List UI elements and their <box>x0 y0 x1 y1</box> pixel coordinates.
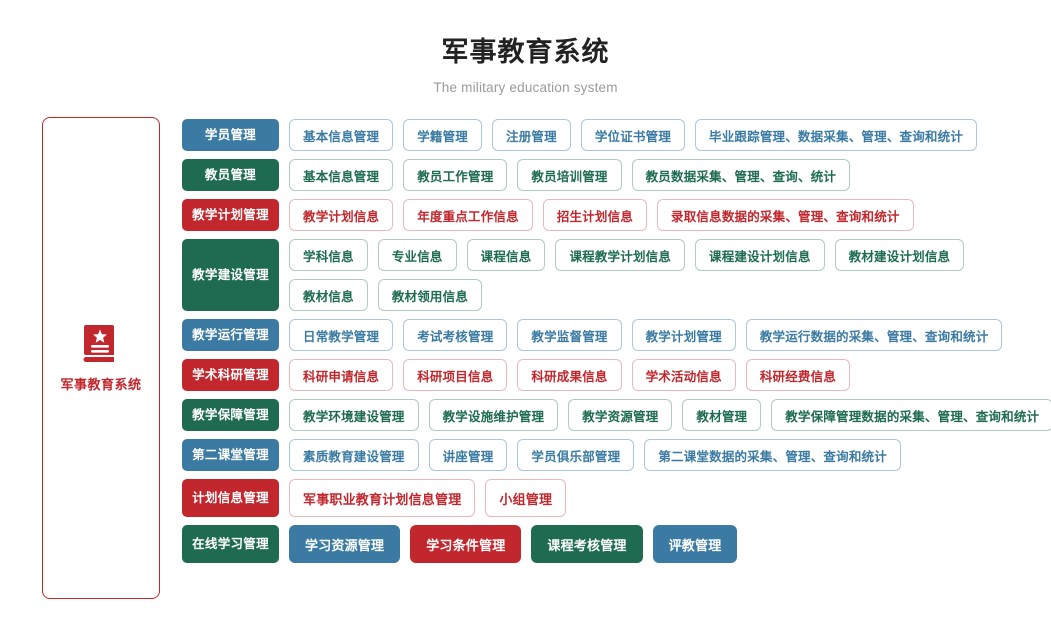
category-label-7[interactable]: 教学保障管理 <box>182 399 279 432</box>
chip-item[interactable]: 教学计划管理 <box>631 319 736 352</box>
chip-line: 基本信息管理学籍管理注册管理学位证书管理毕业跟踪管理、数据采集、管理、查询和统计 <box>289 119 1051 152</box>
chip-item[interactable]: 学习条件管理 <box>410 525 522 564</box>
chip-line: 军事职业教育计划信息管理小组管理 <box>289 479 1051 518</box>
chip-group: 学科信息专业信息课程信息课程教学计划信息课程建设计划信息教材建设计划信息教材信息… <box>289 239 1051 312</box>
category-row: 教学保障管理教学环境建设管理教学设施维护管理教学资源管理教材管理教学保障管理数据… <box>182 399 1051 432</box>
chip-item[interactable]: 课程教学计划信息 <box>555 239 686 272</box>
category-label-8[interactable]: 第二课堂管理 <box>182 439 279 472</box>
chip-line: 学科信息专业信息课程信息课程教学计划信息课程建设计划信息教材建设计划信息 <box>289 239 1051 272</box>
chip-group: 基本信息管理学籍管理注册管理学位证书管理毕业跟踪管理、数据采集、管理、查询和统计 <box>289 119 1051 152</box>
chip-item[interactable]: 专业信息 <box>377 239 457 272</box>
category-label-4[interactable]: 教学建设管理 <box>182 239 279 312</box>
category-row: 教学计划管理教学计划信息年度重点工作信息招生计划信息录取信息数据的采集、管理、查… <box>182 199 1051 232</box>
chip-item[interactable]: 年度重点工作信息 <box>403 199 533 232</box>
diagram-content: 军事教育系统 学员管理基本信息管理学籍管理注册管理学位证书管理毕业跟踪管理、数据… <box>0 117 1051 600</box>
chip-item[interactable]: 录取信息数据的采集、管理、查询和统计 <box>657 199 914 232</box>
root-node[interactable]: 军事教育系统 <box>42 117 160 600</box>
category-rows: 学员管理基本信息管理学籍管理注册管理学位证书管理毕业跟踪管理、数据采集、管理、查… <box>182 117 1051 564</box>
chip-item[interactable]: 小组管理 <box>485 479 567 518</box>
chip-group: 学习资源管理学习条件管理课程考核管理评教管理 <box>289 525 1051 564</box>
chip-item[interactable]: 教员工作管理 <box>403 159 508 192</box>
category-row: 教学建设管理学科信息专业信息课程信息课程教学计划信息课程建设计划信息教材建设计划… <box>182 239 1051 312</box>
chip-item[interactable]: 注册管理 <box>492 119 571 152</box>
chip-item[interactable]: 课程信息 <box>466 239 546 272</box>
chip-item[interactable]: 教学监督管理 <box>517 319 622 352</box>
chip-item[interactable]: 教员培训管理 <box>517 159 622 192</box>
chip-group: 教学计划信息年度重点工作信息招生计划信息录取信息数据的采集、管理、查询和统计 <box>289 199 1051 232</box>
chip-line: 素质教育建设管理讲座管理学员俱乐部管理第二课堂数据的采集、管理、查询和统计 <box>289 439 1051 472</box>
chip-item[interactable]: 学籍管理 <box>403 119 483 152</box>
chip-line: 科研申请信息科研项目信息科研成果信息学术活动信息科研经费信息 <box>289 359 1051 392</box>
page-title: 军事教育系统 <box>441 37 610 67</box>
chip-item[interactable]: 考试考核管理 <box>403 319 508 352</box>
chip-item[interactable]: 教学运行数据的采集、管理、查询和统计 <box>745 319 1003 352</box>
chip-line: 学习资源管理学习条件管理课程考核管理评教管理 <box>289 525 1051 564</box>
category-row: 在线学习管理学习资源管理学习条件管理课程考核管理评教管理 <box>182 525 1051 564</box>
chip-item[interactable]: 教学环境建设管理 <box>289 399 419 432</box>
chip-group: 教学环境建设管理教学设施维护管理教学资源管理教材管理教学保障管理数据的采集、管理… <box>289 399 1051 432</box>
chip-group: 科研申请信息科研项目信息科研成果信息学术活动信息科研经费信息 <box>289 359 1051 392</box>
chip-item[interactable]: 学习资源管理 <box>289 525 401 564</box>
chip-item[interactable]: 课程建设计划信息 <box>695 239 825 272</box>
category-label-6[interactable]: 学术科研管理 <box>182 359 279 392</box>
chip-item[interactable]: 基本信息管理 <box>289 119 394 152</box>
category-label-5[interactable]: 教学运行管理 <box>182 319 279 352</box>
category-row: 第二课堂管理素质教育建设管理讲座管理学员俱乐部管理第二课堂数据的采集、管理、查询… <box>182 439 1051 472</box>
category-label-1[interactable]: 学员管理 <box>182 119 279 152</box>
category-row: 教学运行管理日常教学管理考试考核管理教学监督管理教学计划管理教学运行数据的采集、… <box>182 319 1051 352</box>
chip-item[interactable]: 毕业跟踪管理、数据采集、管理、查询和统计 <box>695 119 978 152</box>
category-label-3[interactable]: 教学计划管理 <box>182 199 279 232</box>
chip-line: 教学环境建设管理教学设施维护管理教学资源管理教材管理教学保障管理数据的采集、管理… <box>289 399 1051 432</box>
chip-item[interactable]: 课程考核管理 <box>531 525 643 564</box>
chip-item[interactable]: 教学保障管理数据的采集、管理、查询和统计 <box>771 399 1051 432</box>
chip-item[interactable]: 第二课堂数据的采集、管理、查询和统计 <box>644 439 901 472</box>
category-label-9[interactable]: 计划信息管理 <box>182 479 279 518</box>
chip-item[interactable]: 学术活动信息 <box>631 359 736 392</box>
chip-item[interactable]: 基本信息管理 <box>289 159 394 192</box>
chip-group: 基本信息管理教员工作管理教员培训管理教员数据采集、管理、查询、统计 <box>289 159 1051 192</box>
chip-item[interactable]: 学科信息 <box>289 239 368 272</box>
chip-group: 素质教育建设管理讲座管理学员俱乐部管理第二课堂数据的采集、管理、查询和统计 <box>289 439 1051 472</box>
chip-item[interactable]: 学位证书管理 <box>580 119 686 152</box>
chip-item[interactable]: 教材信息 <box>289 279 368 312</box>
chip-item[interactable]: 科研申请信息 <box>289 359 394 392</box>
chip-item[interactable]: 教材建设计划信息 <box>834 239 965 272</box>
chip-item[interactable]: 科研成果信息 <box>517 359 622 392</box>
chip-item[interactable]: 评教管理 <box>652 525 738 564</box>
chip-item[interactable]: 教学计划信息 <box>289 199 394 232</box>
chip-item[interactable]: 招生计划信息 <box>542 199 648 232</box>
chip-item[interactable]: 学员俱乐部管理 <box>517 439 635 472</box>
category-row: 学员管理基本信息管理学籍管理注册管理学位证书管理毕业跟踪管理、数据采集、管理、查… <box>182 119 1051 152</box>
chip-item[interactable]: 军事职业教育计划信息管理 <box>289 479 476 518</box>
chip-line: 基本信息管理教员工作管理教员培训管理教员数据采集、管理、查询、统计 <box>289 159 1051 192</box>
category-label-10[interactable]: 在线学习管理 <box>182 525 279 564</box>
chip-item[interactable]: 教学资源管理 <box>568 399 673 432</box>
book-star-icon <box>81 323 121 365</box>
chip-item[interactable]: 讲座管理 <box>428 439 508 472</box>
chip-item[interactable]: 教员数据采集、管理、查询、统计 <box>631 159 851 192</box>
chip-group: 日常教学管理考试考核管理教学监督管理教学计划管理教学运行数据的采集、管理、查询和… <box>289 319 1051 352</box>
chip-line: 教学计划信息年度重点工作信息招生计划信息录取信息数据的采集、管理、查询和统计 <box>289 199 1051 232</box>
category-row: 计划信息管理军事职业教育计划信息管理小组管理 <box>182 479 1051 518</box>
chip-item[interactable]: 日常教学管理 <box>289 319 394 352</box>
category-row: 学术科研管理科研申请信息科研项目信息科研成果信息学术活动信息科研经费信息 <box>182 359 1051 392</box>
chip-item[interactable]: 科研项目信息 <box>403 359 508 392</box>
root-node-label: 军事教育系统 <box>60 377 142 393</box>
category-row: 教员管理基本信息管理教员工作管理教员培训管理教员数据采集、管理、查询、统计 <box>182 159 1051 192</box>
chip-line: 日常教学管理考试考核管理教学监督管理教学计划管理教学运行数据的采集、管理、查询和… <box>289 319 1051 352</box>
chip-item[interactable]: 教学设施维护管理 <box>428 399 559 432</box>
chip-item[interactable]: 教材领用信息 <box>377 279 483 312</box>
category-label-2[interactable]: 教员管理 <box>182 159 279 192</box>
chip-item[interactable]: 素质教育建设管理 <box>289 439 419 472</box>
page-subtitle: The military education system <box>433 80 618 96</box>
chip-item[interactable]: 教材管理 <box>682 399 762 432</box>
chip-item[interactable]: 科研经费信息 <box>745 359 851 392</box>
chip-group: 军事职业教育计划信息管理小组管理 <box>289 479 1051 518</box>
chip-line: 教材信息教材领用信息 <box>289 279 1051 312</box>
page-header: 军事教育系统 The military education system <box>0 0 1051 95</box>
